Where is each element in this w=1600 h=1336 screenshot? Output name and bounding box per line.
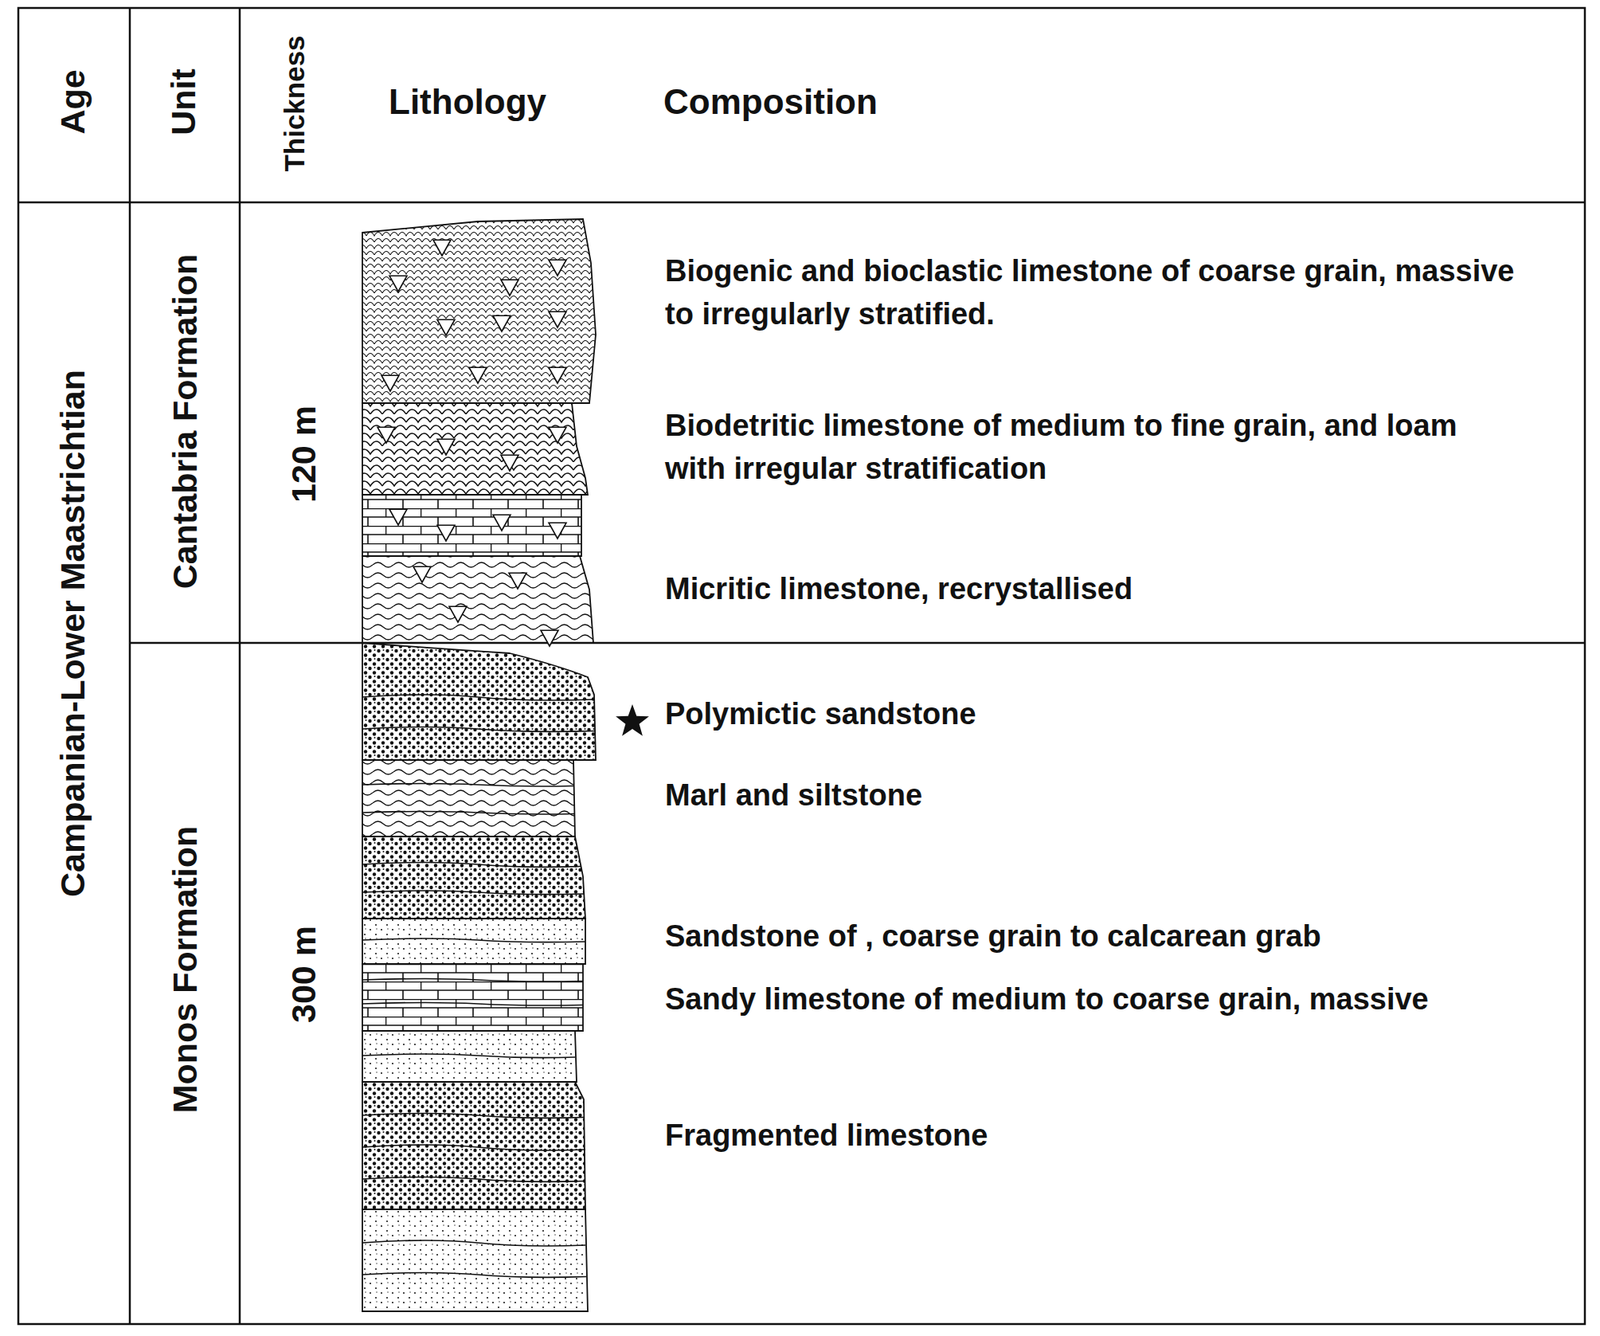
column-header: Lithology [388, 81, 547, 124]
clast-triangle [548, 367, 567, 384]
clast-triangle [548, 522, 567, 539]
column-header: Thickness [277, 35, 312, 172]
clast-triangle [492, 514, 511, 531]
clast-triangle [437, 524, 455, 541]
column-header: Unit [163, 68, 205, 136]
clast-triangle [500, 454, 519, 471]
composition-text: Micritic limestone, recrystallised [665, 571, 1133, 608]
bedding-line [362, 1240, 586, 1246]
composition-text: Fragmented limestone [665, 1117, 988, 1155]
bedding-line [362, 727, 596, 732]
composition-text: Sandy limestone of medium to coarse grai… [665, 981, 1429, 1018]
composition-text: Marl and siltstone [665, 777, 923, 814]
bedding-line [362, 1177, 586, 1182]
column-header: Age [52, 69, 94, 134]
clast-triangle [500, 279, 519, 296]
clast-triangle [508, 572, 527, 589]
bedding-line [362, 1272, 587, 1278]
clast-triangle [548, 426, 567, 443]
bedding-line [362, 1002, 583, 1006]
bedding-line [362, 978, 583, 982]
clast-triangle [437, 438, 455, 455]
clast-triangle [389, 275, 407, 292]
bedding-line [362, 783, 574, 787]
clast-triangle [413, 566, 431, 583]
thickness-value: 300 m [283, 925, 325, 1023]
column-header: Composition [663, 81, 878, 124]
bedding-line [362, 862, 582, 868]
age-label: Campanian-Lower Maastrichtian [52, 369, 94, 897]
clast-triangle [469, 367, 487, 384]
clast-triangle [492, 315, 511, 332]
composition-text: Biodetritic limestone of medium to fine … [665, 404, 1474, 491]
formation-name: Cantabria Formation [164, 254, 207, 590]
composition-text: Biogenic and bioclastic limestone of coa… [665, 250, 1534, 337]
thickness-value: 120 m [283, 405, 325, 503]
clast-triangle [389, 508, 407, 525]
clast-triangle [548, 259, 567, 276]
composition-text: Polymictic sandstone [665, 696, 977, 733]
bedding-line [362, 1053, 576, 1058]
clast-triangle [377, 426, 396, 443]
clast-triangle [433, 239, 451, 256]
clast-triangle [540, 629, 559, 646]
table-grid [18, 7, 1585, 1324]
clast-triangle [381, 375, 400, 392]
clast-triangle [449, 606, 467, 623]
composition-text: Sandstone of , coarse grain to calcarean… [665, 918, 1322, 955]
lithology-column [362, 219, 596, 1311]
bedding-line [362, 1113, 584, 1119]
clast-triangle [548, 311, 567, 328]
clast-triangle [437, 319, 455, 336]
sample-star [615, 704, 650, 736]
bedding-line [362, 938, 586, 943]
bedding-line [362, 694, 595, 701]
formation-name: Monos Formation [164, 825, 207, 1114]
bedding-line [362, 1144, 586, 1151]
bedding-line [362, 811, 576, 815]
bedding-line [362, 890, 585, 895]
column-ornaments [362, 239, 650, 1277]
